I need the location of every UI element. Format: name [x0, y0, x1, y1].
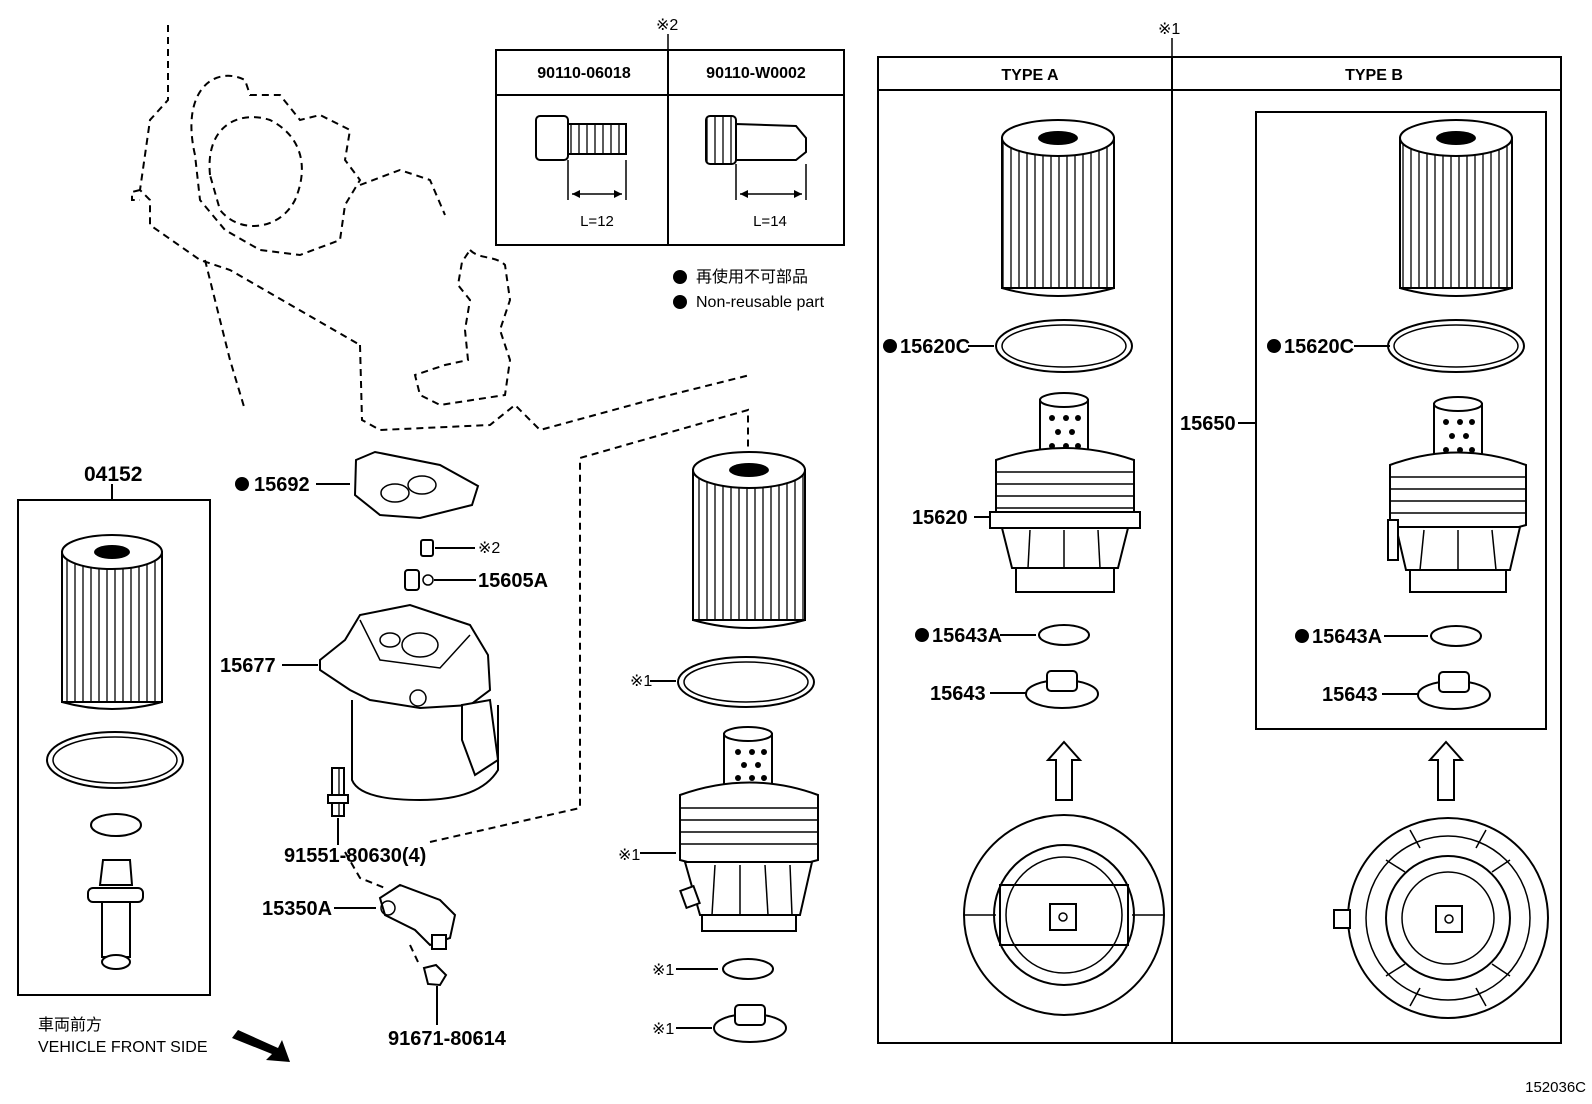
- valve-15350A-group: 15350A 91671-80614: [262, 883, 507, 1050]
- part-label-15605A: 15605A: [478, 570, 548, 592]
- mark-1-gasket: ※1: [652, 962, 674, 979]
- part-label-15677: 15677: [220, 655, 276, 677]
- union-15605A-group: 15605A: [404, 569, 548, 592]
- type-b-column: 15650 15620C: [1180, 111, 1549, 1019]
- non-reusable-dot-icon: [673, 270, 687, 284]
- drain-plug-icon: [87, 859, 144, 970]
- mark-1-note: ※1: [1158, 21, 1180, 38]
- bolt-length-2: L=14: [753, 213, 787, 230]
- bolt-91551-group: 91551-80630(4): [284, 767, 426, 867]
- bolt-pn-2: 90110-W0002: [706, 65, 806, 82]
- up-arrow-icon: [1427, 740, 1465, 801]
- type-b-header: TYPE B: [1345, 67, 1403, 84]
- part-label-91671: 91671-80614: [388, 1028, 507, 1050]
- housing-15677-group: 15677: [220, 603, 500, 802]
- part-label-15692: 15692: [254, 474, 310, 496]
- legend-jp: 再使用不可部品: [696, 268, 808, 286]
- o-ring-icon: [46, 731, 184, 789]
- filter-element-icon: [1001, 119, 1115, 297]
- part-label-91551: 91551-80630(4): [284, 845, 426, 867]
- legend-en: Non-reusable part: [696, 294, 825, 311]
- cap-bottom-view-icon: [963, 814, 1165, 1016]
- bolt-length-1: L=12: [580, 213, 614, 230]
- part-label-04152: 04152: [84, 463, 142, 486]
- type-b-label-15643: 15643: [1322, 684, 1378, 706]
- gasket-ring-icon: [90, 813, 142, 837]
- mark-1-plug: ※1: [652, 1021, 674, 1038]
- filter-element-icon: [692, 451, 806, 629]
- o-ring-icon: [677, 656, 815, 708]
- type-b-label-15650: 15650: [1180, 413, 1236, 435]
- gasket-ring-icon: [1038, 624, 1090, 646]
- filter-element-icon: [61, 534, 163, 710]
- bolt-pn-1: 90110-06018: [537, 65, 631, 82]
- mark-1-oring: ※1: [630, 673, 652, 690]
- type-b-label-15620C: 15620C: [1284, 336, 1354, 358]
- type-b-label-15643A: 15643A: [1312, 626, 1382, 648]
- cap-bottom-view-icon: [1333, 817, 1549, 1019]
- bolt-mark2-group: ※2: [420, 539, 500, 557]
- union-bolt-icon: [404, 569, 420, 591]
- kit-04152-group: 04152: [17, 463, 211, 996]
- gasket-ring-icon: [1430, 625, 1482, 647]
- mark-2-bolt: ※2: [478, 540, 500, 557]
- mark-1-cap: ※1: [618, 847, 640, 864]
- o-ring-icon: [1387, 319, 1525, 373]
- type-a-label-15620: 15620: [912, 507, 968, 529]
- engine-block-outline: [131, 25, 751, 432]
- front-en: VEHICLE FRONT SIDE: [38, 1039, 208, 1056]
- bypass-valve-icon: [378, 883, 457, 947]
- filter-element-icon: [1399, 119, 1513, 297]
- type-a-label-15643A: 15643A: [932, 625, 1002, 647]
- gasket-icon: [353, 450, 480, 520]
- small-bolt-icon: [420, 539, 434, 557]
- exploded-stack: ※1 ※1 ※1 ※1: [618, 451, 819, 1043]
- filter-cap-icon: [1387, 396, 1527, 593]
- type-table: ※1 TYPE A TYPE B 15620C: [877, 21, 1562, 1044]
- screw-icon: [422, 963, 448, 987]
- part-label-15350A: 15350A: [262, 898, 332, 920]
- legend: 再使用不可部品 Non-reusable part: [673, 268, 825, 311]
- type-a-label-15620C: 15620C: [900, 336, 970, 358]
- bolt-icon-short: [535, 115, 627, 200]
- gasket-15692-group: 15692: [235, 450, 480, 520]
- kit-04152-box: [17, 499, 211, 996]
- mark-2-note: ※2: [656, 17, 678, 34]
- bolt-table: ※2 90110-06018 90110-W0002 L=12 L=14: [495, 17, 845, 246]
- type-a-header: TYPE A: [1001, 67, 1059, 84]
- flange-bolt-icon: [331, 767, 345, 817]
- diagram-code: 152036C: [1525, 1079, 1586, 1096]
- type-a-column: 15620C 15620: [883, 119, 1165, 1016]
- type-a-label-15643: 15643: [930, 683, 986, 705]
- filter-cap-icon: [989, 392, 1141, 593]
- kit-15650-box: [1255, 111, 1547, 730]
- bolt-icon-long: [705, 115, 807, 200]
- up-arrow-icon: [1045, 740, 1083, 801]
- filter-cap-icon: [679, 726, 819, 932]
- gasket-ring-icon: [722, 958, 774, 980]
- front-jp: 車両前方: [38, 1016, 102, 1034]
- front-arrow-icon: [232, 1030, 290, 1062]
- filter-housing-icon: [319, 603, 500, 802]
- o-ring-icon: [995, 319, 1133, 373]
- front-side-indicator: 車両前方 VEHICLE FRONT SIDE: [38, 1016, 290, 1062]
